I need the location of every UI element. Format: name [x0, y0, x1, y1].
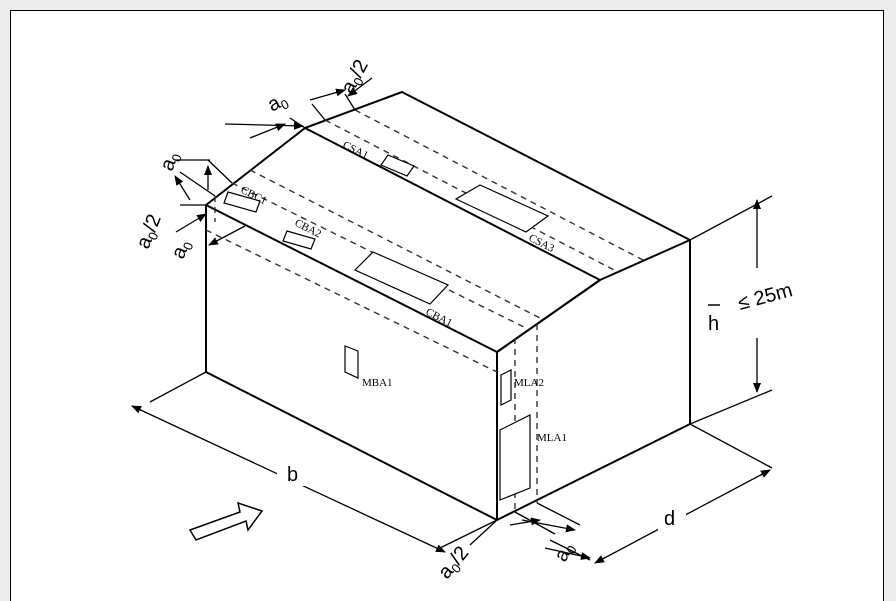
zone-box-mba1	[344, 345, 359, 379]
dimension-ridge	[224, 77, 373, 139]
dimension-b-label-bg	[277, 460, 307, 486]
zone-label-mba1: MBA1	[362, 377, 393, 389]
dimension-h-label-bg	[700, 268, 808, 338]
dimension-a0-half-left-label: a0/2	[132, 211, 167, 252]
zone-boxes	[223, 154, 550, 501]
zone-box-mla2	[500, 369, 512, 406]
dimension-a0-left-label: a0	[156, 149, 185, 174]
dimension-d-label-bg	[658, 502, 686, 530]
zone-label-csa1: CSA1	[341, 139, 370, 162]
dimension-a0-half-bottom	[509, 517, 541, 526]
dimension-a0-top-label: a0	[264, 88, 291, 118]
dimension-a0-lower-label: a0	[167, 237, 196, 263]
dimension-a0-half-top-label: a0/2	[337, 56, 375, 98]
wind-direction-arrow-icon	[188, 501, 264, 541]
building-outline	[205, 91, 691, 521]
zone-box-cbc1	[223, 191, 261, 213]
zone-box-csa1	[380, 154, 415, 177]
zone-dashed-lines	[205, 109, 644, 512]
dimension-a0-half-bottom-ext	[469, 519, 498, 546]
dimension-d	[549, 423, 773, 564]
zone-box-csa3	[454, 184, 550, 233]
dimension-b	[131, 371, 498, 553]
zone-box-cba2	[282, 230, 316, 250]
zone-label-csa3: CSA3	[527, 232, 557, 255]
zone-label-mla2: MLA2	[514, 377, 544, 389]
dash-front-1	[205, 229, 498, 373]
zone-box-mla1	[499, 414, 531, 501]
zone-label-cba1: CBA1	[424, 306, 455, 329]
zone-box-cba1	[353, 251, 450, 305]
dimension-d-label: d	[664, 508, 675, 530]
roof-back-slope	[304, 91, 691, 241]
roof-front-slope	[205, 127, 601, 353]
dash-back-2	[354, 109, 644, 261]
dimension-h-label: h	[708, 313, 719, 335]
dimension-b-label: b	[287, 464, 298, 486]
zone-label-mla1: MLA1	[537, 432, 567, 444]
dimension-a0-half-bottom-label: a0/2	[434, 542, 475, 584]
dimension-left-gable	[174, 159, 246, 246]
